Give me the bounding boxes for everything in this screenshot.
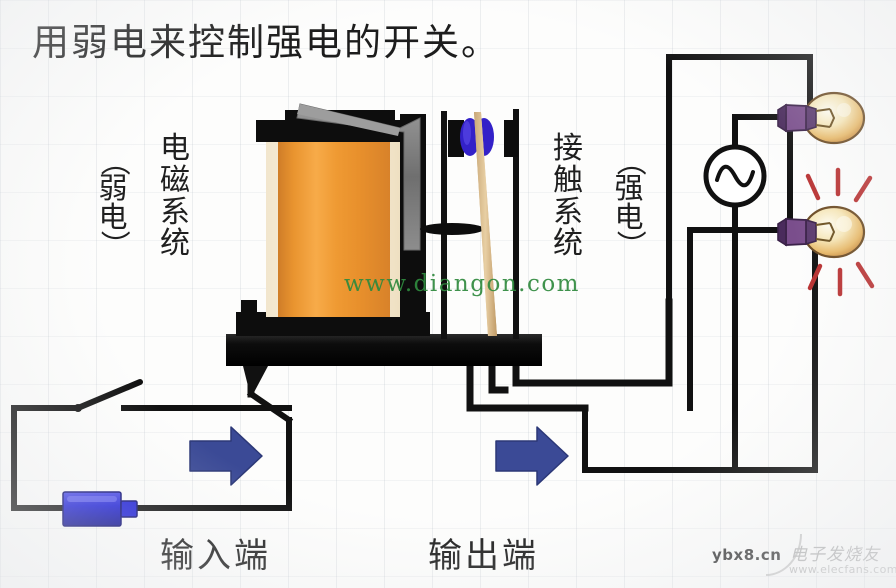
watermark-elecfans-brand: 电子发烧友	[790, 545, 880, 565]
label-left-bracket: （ 弱 电 ）	[96, 146, 131, 260]
left-paren-close: ）	[96, 230, 131, 260]
label-electromagnetic-system: 电 磁 系 统	[158, 133, 192, 260]
fixed-contact-right	[504, 120, 518, 157]
flow-arrow-output	[495, 426, 569, 486]
label-right-bracket: （ 强 电 ）	[612, 146, 647, 260]
yoke-left-foot	[241, 300, 257, 316]
right-sys-char-2: 触	[553, 162, 583, 198]
left-sys-char-1: 电	[160, 131, 190, 166]
label-input-terminal: 输入端	[160, 536, 271, 576]
left-sys-char-3: 系	[160, 194, 190, 230]
right-bracket-char-1: 强	[614, 171, 644, 205]
right-sys-char-1: 接	[553, 131, 583, 166]
page-title: 用弱电来控制强电的开关。	[32, 21, 500, 64]
right-sys-char-4: 统	[553, 226, 583, 262]
right-sys-char-3: 系	[553, 194, 583, 230]
label-contact-system: 接 触 系 统	[551, 133, 585, 260]
dc-battery	[62, 491, 138, 527]
watermark-elecfans-url: www.elecfans.com	[789, 563, 896, 576]
label-output-terminal: 输出端	[428, 536, 539, 576]
relay-base-bar	[226, 334, 542, 366]
right-paren-open: （	[612, 146, 647, 176]
left-paren-open: （	[96, 146, 131, 176]
flow-arrow-input	[189, 426, 263, 486]
left-bracket-char-1: 弱	[98, 171, 128, 205]
left-sys-char-4: 统	[160, 226, 190, 262]
right-paren-close: ）	[612, 230, 647, 260]
armature-crossbar	[420, 223, 484, 235]
watermark-diangon: www.diangon.com	[344, 271, 580, 297]
ac-source	[703, 144, 767, 208]
left-sys-char-2: 磁	[160, 162, 190, 198]
